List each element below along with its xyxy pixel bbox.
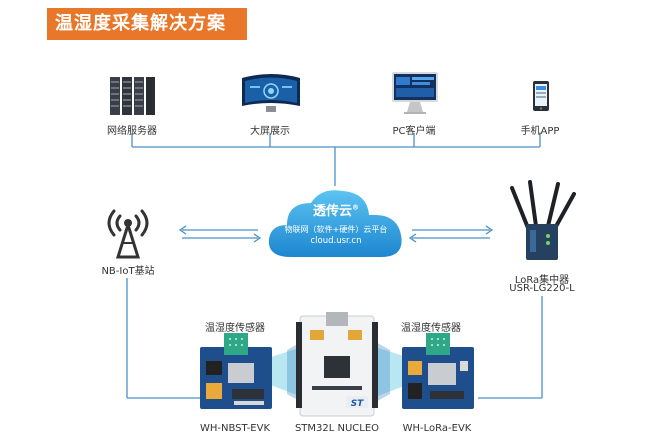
nb-station-label: NB-IoT基站 [101, 266, 155, 277]
antenna-tower-icon [107, 209, 149, 259]
board-label-center: STM32L NUCLEO [294, 423, 380, 434]
pc-label: PC客户端 [392, 126, 436, 137]
lora-board-icon [402, 333, 474, 409]
cloud-url: cloud.usr.cn [310, 236, 362, 246]
phone-label: 手机APP [520, 126, 560, 137]
cloud-desc: 物联网（软件+硬件）云平台 [284, 225, 388, 234]
large-screen-device [240, 72, 302, 118]
page-title: 温湿度采集解决方案 [55, 13, 226, 34]
large-screen-icon [242, 74, 300, 112]
sensor-label-left: 温湿度传感器 [205, 323, 265, 334]
title-banner: 温湿度采集解决方案 [47, 8, 247, 40]
board-label-right: WH-LoRa-EVK [402, 423, 472, 434]
sensor-label-right: 温湿度传感器 [401, 323, 461, 334]
server-rack-icon [110, 77, 155, 115]
lora-gateway-icon [510, 180, 576, 260]
svg-text:ST: ST [351, 399, 364, 409]
pc-monitor-icon [392, 72, 438, 114]
large-screen-label: 大屏展示 [250, 126, 290, 137]
cloud-brand-text: 透传云 [312, 204, 352, 219]
lora-gateway-line1: LoRa集中器 [514, 275, 570, 286]
server-device [108, 75, 156, 121]
pc-device [390, 70, 440, 120]
registered-mark: ® [352, 203, 359, 212]
server-label: 网络服务器 [107, 126, 157, 137]
board-label-left: WH-NBST-EVK [199, 423, 271, 434]
phone-device [532, 80, 550, 116]
cloud-icon [268, 190, 402, 257]
cloud-brand: 透传云® [263, 200, 409, 219]
smartphone-icon [533, 81, 549, 111]
nbst-board-icon [200, 333, 272, 409]
lora-gateway-line2: USR-LG220-L [509, 283, 575, 294]
nucleo-board-icon: ST [296, 312, 378, 417]
